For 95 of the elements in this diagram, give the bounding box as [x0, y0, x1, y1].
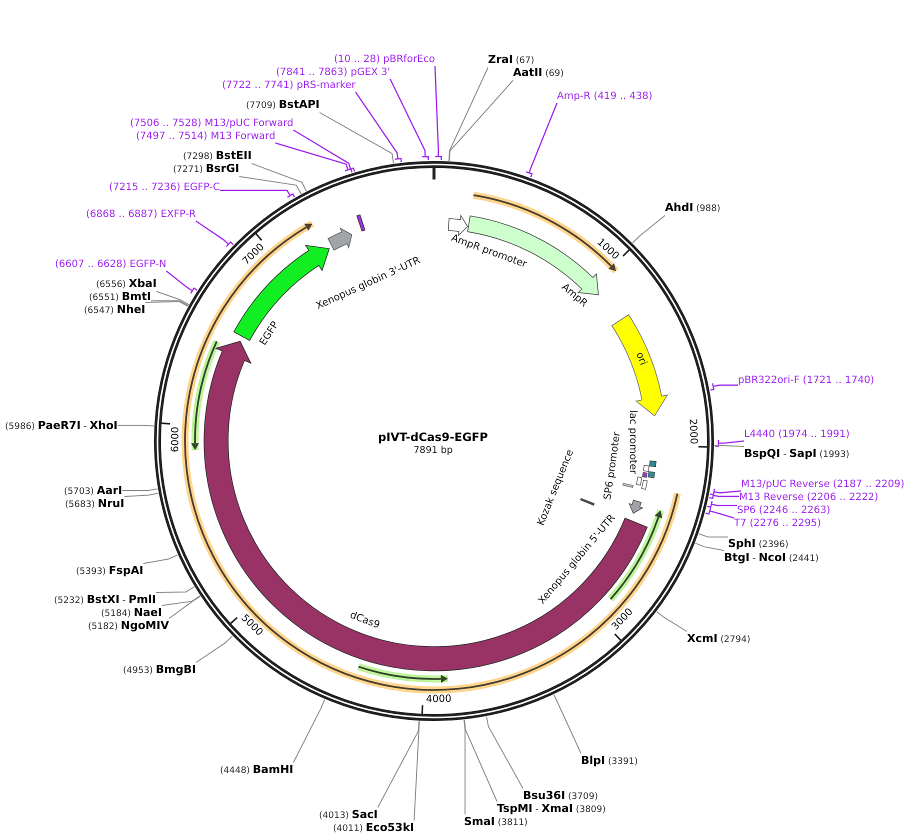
site-label: (5683) NruI	[65, 496, 124, 512]
leader-line	[632, 215, 666, 244]
site-label: (4013) SacI	[319, 808, 378, 822]
leader-line	[553, 694, 582, 754]
leader-line	[694, 542, 724, 551]
leader-line	[414, 720, 420, 821]
primer-label: SP6 (2246 .. 2263)	[737, 505, 830, 517]
leader-line	[704, 507, 735, 519]
site-label: (7709) BstAPI	[246, 98, 320, 112]
leader-line	[124, 492, 159, 497]
leader-line	[274, 142, 353, 173]
leader-line	[219, 190, 296, 198]
leader-line	[155, 586, 195, 593]
site-label: SmaI (3811)	[464, 814, 528, 830]
feature-label: dCas9	[347, 610, 381, 632]
primer-label: pBR322ori-F (1721 .. 1740)	[738, 375, 874, 387]
leader-line	[656, 611, 688, 632]
site-label: XcmI (2794)	[687, 632, 750, 646]
primer-label: (7841 .. 7863) pGEX 3'	[276, 67, 390, 79]
leader-line	[486, 716, 524, 789]
leader-line	[292, 698, 326, 763]
leader-line	[292, 129, 356, 172]
site-label: (6547) NheI	[84, 302, 146, 318]
site-label: (4011) Eco53kI	[333, 820, 414, 836]
scale-label: 2000	[687, 418, 699, 444]
site-label: (5703) AarI	[64, 484, 122, 498]
site-label: (7298) BstEII	[183, 148, 252, 164]
site-label: ZraI (67)	[488, 52, 534, 68]
site-label: (6556) XbaI	[96, 276, 157, 292]
site-label: BlpI (3391)	[581, 754, 638, 768]
plasmid-size: 7891 bp	[414, 445, 453, 457]
primer-label: (6607 .. 6628) EGFP-N	[55, 259, 166, 271]
leader-line	[251, 163, 307, 192]
leader-line	[714, 439, 745, 447]
site-label: (5393) FspAI	[76, 564, 144, 578]
leader-line	[161, 595, 201, 606]
feature-label: lac promoter	[626, 410, 638, 474]
leader-line	[168, 596, 201, 619]
leader-line	[122, 488, 158, 492]
leader-line	[238, 176, 302, 194]
leader-line	[354, 91, 402, 163]
primer-label: (6868 .. 6887) EXFP-R	[86, 209, 196, 221]
leader-line	[166, 270, 198, 294]
leader-line	[714, 445, 744, 447]
leader-line	[708, 492, 740, 500]
primer-label: Amp-R (419 .. 438)	[557, 91, 652, 103]
leader-line	[526, 102, 558, 178]
site-label: (6551) BmtI	[89, 290, 151, 304]
primer-label: (7497 .. 7514) M13 Forward	[136, 131, 276, 143]
leader-line	[319, 112, 394, 164]
leader-line	[195, 220, 234, 248]
plasmid-name: pIVT-dCas9-EGFP	[378, 430, 488, 444]
primer-label: (10 .. 28) pBRforEco	[334, 54, 435, 66]
leader-line	[150, 300, 189, 306]
site-label: Bsu36I (3709)	[523, 788, 598, 804]
primer-label: M13 Reverse (2206 .. 2222)	[739, 492, 878, 504]
primer-label: (7215 .. 7236) EGFP-C	[109, 182, 220, 194]
primer-label: T7 (2276 .. 2295)	[734, 518, 822, 530]
site-label: SphI (2396)	[728, 536, 789, 552]
scale-label: 6000	[170, 426, 181, 452]
site-label: (7271) BsrGI	[173, 162, 240, 176]
site-label: AatII (69)	[513, 66, 564, 80]
site-label: (4448) BamHI	[220, 762, 294, 778]
site-label: (5184) NaeI	[101, 606, 162, 620]
site-label: BspQI - SapI (1993)	[744, 446, 850, 462]
leader-line	[706, 500, 738, 508]
primer-label: (7506 .. 7528) M13/pUC Forward	[130, 118, 294, 130]
leader-line	[448, 80, 514, 162]
leader-line	[390, 78, 429, 161]
primer-label: L4440 (1974 .. 1991)	[744, 429, 850, 441]
leader-line	[710, 382, 739, 391]
site-label: (5182) NgoMIV	[88, 618, 169, 634]
leader-line	[156, 291, 190, 306]
leader-line	[698, 533, 728, 538]
leader-line	[144, 301, 188, 307]
primer-label: M13/pUC Reverse (2187 .. 2209)	[741, 479, 904, 491]
leader-line	[464, 719, 498, 802]
leader-line	[463, 719, 466, 815]
scale-label: 4000	[426, 694, 452, 706]
feature-label: ori	[632, 350, 648, 368]
leader-line	[142, 554, 178, 564]
feature-label: SP6 promoter	[602, 431, 624, 501]
site-label: BtgI - NcoI (2441)	[724, 550, 819, 566]
primer-label: (7722 .. 7741) pRS-marker	[222, 80, 356, 92]
leader-line	[196, 635, 233, 663]
leader-line	[448, 67, 488, 162]
site-label: (4953) BmgBI	[123, 662, 196, 678]
leader-line	[377, 720, 420, 808]
site-label: AhdI (988)	[665, 200, 720, 216]
site-label: (5986) PaeR7I - XhoI	[5, 418, 118, 434]
site-label: (5232) BstXI - PmlI	[54, 592, 156, 608]
leader-line	[709, 488, 742, 496]
leader-line	[434, 65, 442, 161]
site-label: TspMI - XmaI (3809)	[497, 802, 606, 816]
leader-line	[117, 424, 154, 426]
